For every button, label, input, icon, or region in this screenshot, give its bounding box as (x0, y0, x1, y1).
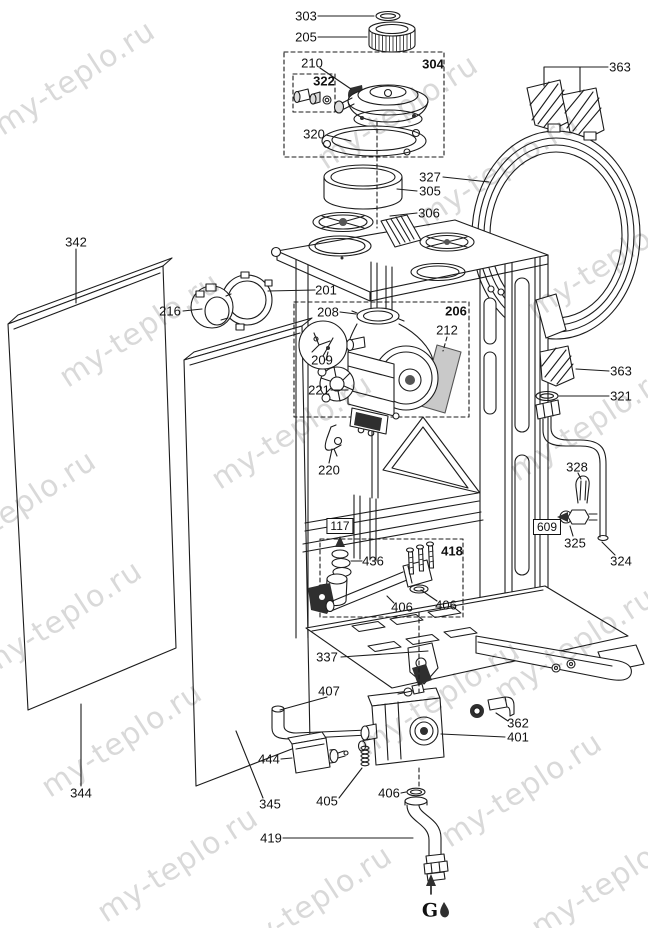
clip-220 (325, 425, 341, 456)
switch-box-444 (288, 732, 348, 773)
flue-brackets-363-top (527, 80, 604, 140)
o-ring-321 (536, 392, 558, 401)
base-frame-337 (306, 586, 644, 688)
side-panel-right-345 (184, 318, 312, 786)
frame-back-panel (296, 258, 504, 638)
burner-cap-305 (324, 165, 402, 209)
venturi-assembly-304 (284, 12, 444, 158)
fan-assembly-216 (191, 272, 272, 330)
assembly-dashed-lines (377, 122, 447, 788)
gas-valve-401 (272, 684, 514, 765)
outlet-pipe-324 (536, 400, 608, 541)
frame-top-plate (272, 215, 549, 301)
burner-grille-306 (313, 213, 373, 232)
pump-assembly-206 (294, 262, 469, 434)
manifold-assembly-418 (308, 536, 463, 617)
spring-405 (361, 746, 369, 766)
side-panel-left-342-344 (8, 258, 176, 710)
leader-lines (76, 16, 615, 838)
gas-inlet-pipe-419 (405, 788, 450, 918)
flame-icon (440, 902, 450, 918)
detail-circle-209 (299, 321, 347, 369)
bracket-363-right (536, 294, 574, 386)
